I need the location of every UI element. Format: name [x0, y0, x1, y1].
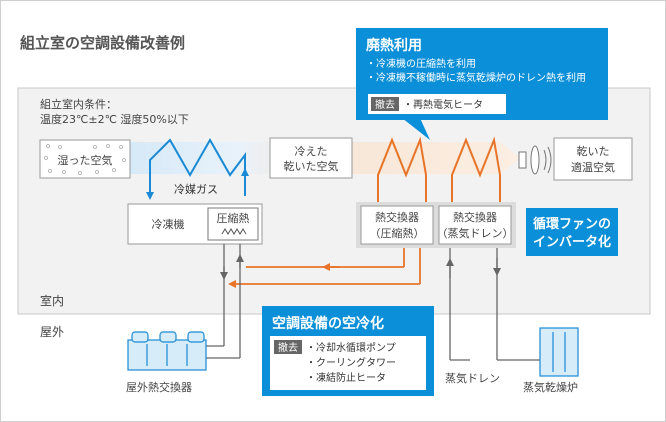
- refrigerator-label: 冷凍機: [152, 217, 185, 231]
- cooled-air-box: [269, 137, 353, 179]
- air-cooling-item2: ・クーリングタワー: [306, 356, 396, 369]
- fan-inverter-box: [526, 208, 618, 256]
- indoor-room: [17, 87, 651, 315]
- compressor-label: 圧縮熱: [217, 211, 250, 225]
- humid-air-box: [39, 139, 131, 179]
- outdoor-label: 屋外: [40, 325, 64, 339]
- outdoor-hx-label: 屋外熱交換器: [126, 380, 192, 394]
- waste-heat-remove-tag-bg: [371, 97, 399, 111]
- air-cooling-callout: 空調設備の空冷化 撤去 ・冷却水循環ポンプ ・クーリングタワー ・凍結防止ヒータ: [262, 306, 434, 396]
- cooled-air-line1: 冷えた: [295, 145, 328, 158]
- fan-inverter-callout: 循環ファンの インバータ化: [526, 208, 618, 256]
- humid-air-label: 湿った空気: [58, 153, 113, 167]
- hx-compression-line2: （圧縮熱）: [370, 226, 425, 240]
- hx-compression-box: [360, 205, 434, 245]
- waste-heat-remove-tag: 撤去: [375, 98, 395, 111]
- waste-heat-line2: ・冷凍機不稼働時に蒸気乾燥炉のドレン熱を利用: [366, 71, 586, 84]
- fan-inverter-line1: 循環ファンの: [533, 216, 611, 232]
- steam-drain-label: 蒸気ドレン: [445, 371, 500, 385]
- hx-drain-line2: （蒸気ドレン）: [437, 226, 514, 240]
- fan-inverter-line2: インバータ化: [533, 234, 611, 250]
- drain-heat-coil: [451, 136, 501, 210]
- humid-air-dots: [44, 144, 126, 175]
- air-cooling-item3: ・凍結防止ヒータ: [306, 371, 386, 384]
- waste-heat-line1: ・冷凍機の圧縮熱を利用: [366, 57, 476, 70]
- conditions-heading: 組立室内条件：: [40, 97, 117, 111]
- hx-compression-line1: 熱交換器: [375, 210, 419, 224]
- compressor-coil-icon: [221, 228, 247, 235]
- conditions-detail: 温度23℃±2℃ 湿度50%以下: [40, 112, 189, 126]
- hx-drain-box: [438, 205, 512, 245]
- circulation-fan-icon: [518, 145, 552, 175]
- air-cooling-item1: ・冷却水循環ポンプ: [306, 341, 396, 354]
- air-cooling-title: 空調設備の空冷化: [272, 315, 384, 332]
- waste-heat-title: 廃熱利用: [366, 37, 422, 54]
- indoor-label: 室内: [40, 293, 64, 308]
- air-cooling-remove-tag: 撤去: [278, 341, 298, 354]
- dry-air-box: [553, 137, 633, 181]
- compressor-box: [207, 207, 259, 241]
- waste-heat-remove-item: ・再熱電気ヒータ: [403, 98, 483, 111]
- waste-heat-remove-panel: [368, 94, 506, 114]
- steam-dryer-icon: [539, 327, 579, 377]
- diagram-title: 組立室の空調設備改善例: [20, 34, 185, 52]
- outdoor-heat-exchanger-icon: [127, 331, 207, 371]
- waste-heat-callout: 廃熱利用 ・冷凍機の圧縮熱を利用 ・冷凍機不稼働時に蒸気乾燥炉のドレン熱を利用 …: [356, 28, 608, 140]
- compression-heat-coil: [377, 136, 427, 210]
- refrigerant-coil: [149, 137, 246, 190]
- cooled-air-line2: 乾いた空気: [284, 159, 339, 173]
- air-cooling-remove-tag-bg: [274, 340, 302, 354]
- steam-dryer-label: 蒸気乾燥炉: [523, 380, 578, 394]
- waste-heat-callout-pointer: [402, 118, 430, 140]
- dry-air-line1: 乾いた: [577, 145, 610, 158]
- refrigerant-gas-label: 冷媒ガス: [174, 183, 218, 196]
- dry-air-line2: 適温空気: [571, 160, 615, 174]
- hx-drain-line1: 熱交換器: [453, 210, 497, 224]
